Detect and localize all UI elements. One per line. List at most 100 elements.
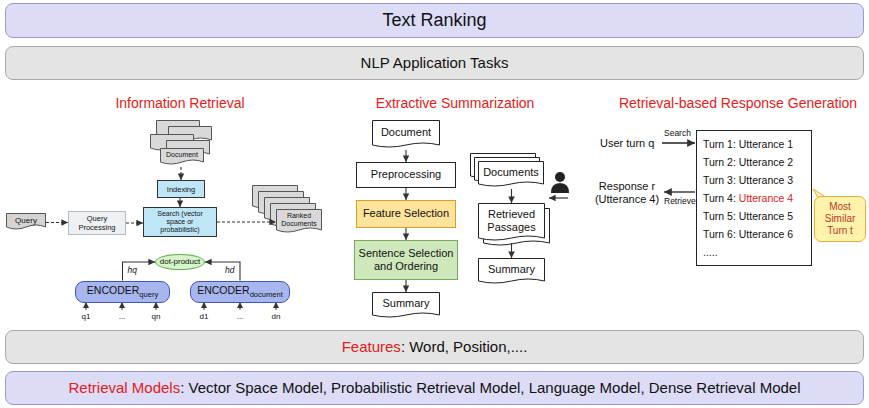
text-line: Document: [381, 126, 431, 139]
node-text: Most Similar Turn t: [825, 201, 856, 236]
text-line: ENCODERquery: [87, 284, 158, 299]
document-shape: Summary: [372, 292, 440, 320]
document-outline-path: [479, 162, 544, 187]
person-head: [555, 172, 565, 182]
text-line: Turn 6: Utterance 6: [703, 225, 793, 243]
text-line: Retrieval Models: Vector Space Model, Pr…: [68, 379, 800, 397]
section-heading: Extractive Summarization: [355, 95, 555, 112]
connector: [511, 243, 512, 258]
connector: [405, 188, 406, 200]
node-text: Turn 5: Utterance 5: [703, 210, 793, 222]
node-text: ENCODER: [197, 284, 250, 296]
process-box: Sentence Selection and Ordering: [354, 240, 458, 280]
process-box: Feature Selection: [356, 200, 456, 228]
text-line: Turn 1: Utterance 1: [703, 135, 793, 153]
input-arrow: [122, 302, 123, 310]
callout-bubble: Most Similar Turn t: [814, 196, 866, 242]
search-arrow: [662, 142, 695, 143]
input-token: dn: [268, 312, 284, 322]
connector: [180, 167, 181, 180]
text-line: Turn 2: Utterance 2: [703, 153, 793, 171]
node-text: Retrieval Models: [68, 379, 180, 396]
arrow-label: Retrieve: [664, 196, 696, 206]
arrow-label: Search: [664, 128, 691, 138]
input-arrow: [156, 302, 157, 310]
feature-band: Features: Word, Position,....: [5, 330, 864, 364]
text-line: Turn 4:Utterance 4: [703, 189, 793, 207]
model-band: Retrieval Models: Vector Space Model, Pr…: [5, 371, 864, 405]
title-text: Text Ranking: [382, 10, 486, 31]
document-icon: Document: [160, 148, 204, 167]
input-token: ...: [232, 312, 248, 322]
document-stack: Documents: [478, 161, 544, 189]
node-text: Document: [166, 151, 198, 158]
connector: [123, 262, 156, 281]
text-line: Preprocessing: [371, 168, 441, 181]
text-line: Feature Selection: [363, 207, 449, 220]
text-line: Sentence Selection and Ordering: [358, 247, 454, 273]
document-shape: Summary: [478, 258, 545, 286]
user-turn-label: User turn q: [600, 137, 654, 150]
node-text: ENCODER: [87, 284, 140, 296]
text-line: Summary: [488, 263, 535, 276]
node-text: Features: [342, 338, 401, 355]
node-text: NLP Application Tasks: [361, 54, 509, 71]
section-heading: Retrieval-based Response Generation: [598, 95, 869, 112]
node-text: Turn 6: Utterance 6: [703, 228, 793, 240]
text-line: Search (vector space or probabilistic): [147, 210, 213, 234]
input-token: d1: [196, 312, 212, 322]
node-text: document: [250, 290, 283, 299]
document-outline-path: [277, 210, 322, 233]
node-text: Indexing: [167, 185, 195, 194]
document-outline-path: [479, 204, 545, 241]
node-text: dot-product: [160, 257, 200, 266]
text-line: ENCODERdocument: [197, 284, 283, 299]
node-text: query: [139, 290, 158, 299]
node-text: Turn 4:: [703, 192, 736, 204]
task-band: NLP Application Tasks: [5, 46, 864, 80]
connector: [205, 262, 240, 281]
node-text: Turn 1: Utterance 1: [703, 138, 793, 150]
person-body: [551, 183, 569, 193]
connector: [405, 280, 406, 292]
edge-label: hd: [224, 265, 235, 275]
node-text: Search (vector space or probabilistic): [157, 210, 203, 233]
input-arrow: [276, 302, 277, 310]
node-text: : Vector Space Model, Probabilistic Retr…: [180, 379, 800, 396]
document-icon: Ranked Documents: [276, 209, 322, 235]
text-line: Most Similar Turn t: [819, 201, 861, 237]
node-text: Query Processing: [78, 214, 115, 232]
process-box: Query Processing: [68, 211, 126, 235]
node-text: Utterance 4: [739, 192, 793, 204]
text-line: Query: [15, 216, 37, 226]
connector: [126, 222, 143, 223]
node-text: .....: [703, 246, 718, 258]
document-outline-path: [479, 259, 545, 284]
connector: [217, 221, 276, 222]
text-line: Document: [166, 151, 198, 159]
node-text: Documents: [483, 166, 539, 178]
node-text: Turn 3: Utterance 3: [703, 174, 793, 186]
text-line: dot-product: [160, 257, 200, 267]
process-box: Preprocessing: [356, 162, 456, 188]
connector: [511, 189, 512, 203]
operation-ellipse: dot-product: [155, 254, 205, 270]
text-line: Indexing: [167, 185, 195, 194]
retrieve-arrow: [664, 191, 695, 192]
text-line: .....: [703, 243, 718, 261]
text-line: Retrieved Passages: [481, 208, 542, 234]
document-shape: Document: [372, 120, 440, 150]
node-text: Preprocessing: [371, 168, 441, 180]
text-line: Features: Word, Position,....: [342, 338, 528, 356]
text-line: Documents: [483, 166, 539, 179]
node-text: Sentence Selection and Ordering: [359, 247, 454, 272]
user-arrow: [549, 197, 568, 198]
process-box: Indexing: [157, 180, 205, 198]
text-line: Query Processing: [72, 214, 122, 232]
document-outline-path: [373, 121, 440, 148]
input-arrow: [204, 302, 205, 310]
input-arrow: [86, 302, 87, 310]
node-text: : Word, Position,....: [401, 338, 527, 355]
section-heading: Information Retrieval: [80, 95, 280, 112]
text-line: Summary: [382, 297, 429, 310]
